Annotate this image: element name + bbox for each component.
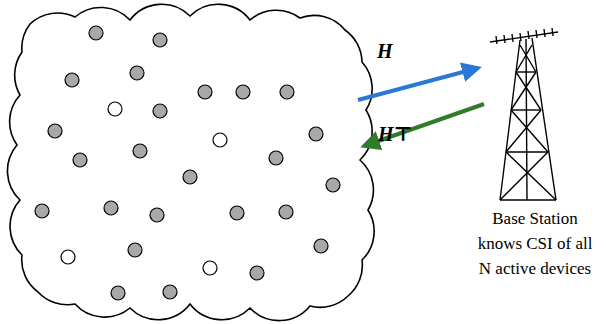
- base-station-note: Base Station knows CSI of all N active d…: [476, 206, 594, 281]
- channel-transpose-symbol: H⊤: [378, 122, 413, 146]
- channel-symbol: H: [377, 40, 393, 63]
- base-station-tower: [490, 28, 558, 200]
- uplink-arrow: [358, 68, 478, 100]
- active-devices: [35, 26, 340, 300]
- inactive-devices: [61, 102, 227, 275]
- downlink-arrow: [364, 104, 484, 146]
- device-cloud: [7, 4, 374, 320]
